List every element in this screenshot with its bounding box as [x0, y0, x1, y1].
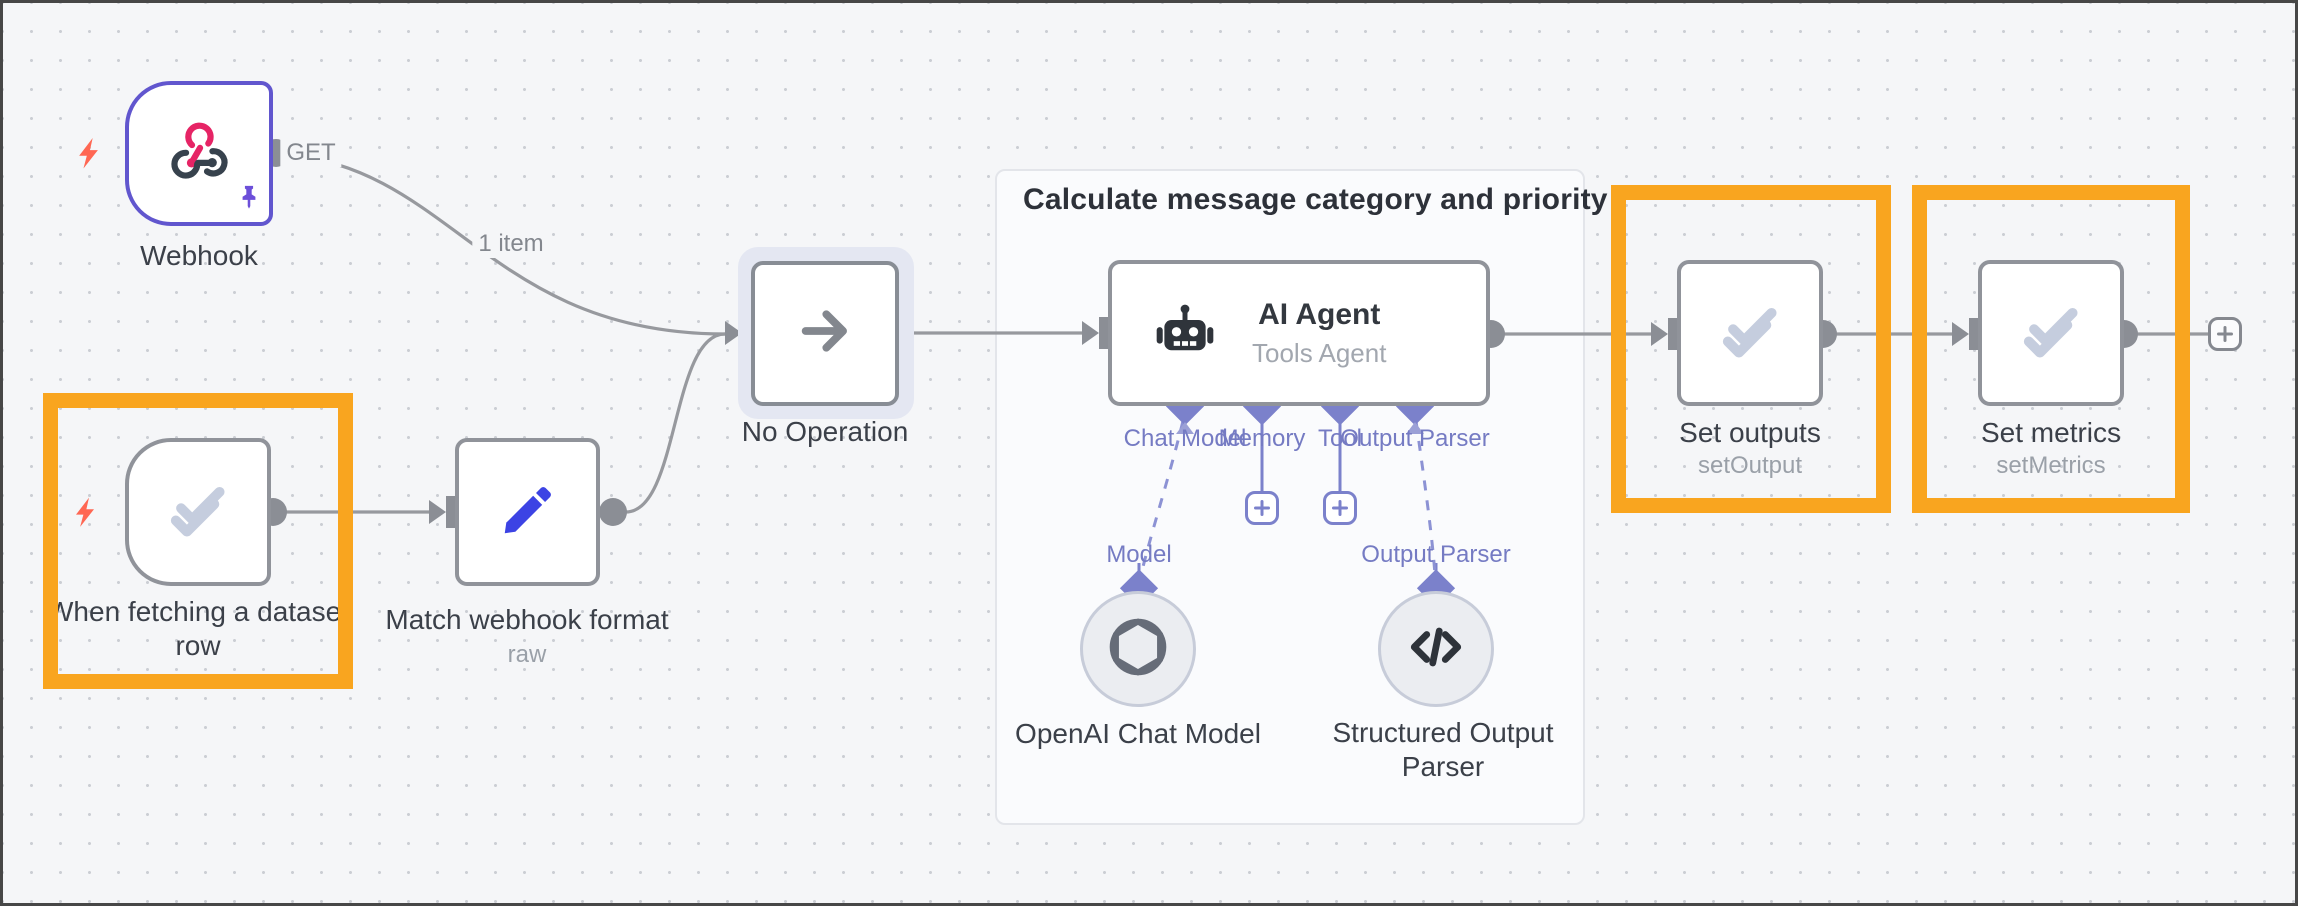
node-set-outputs[interactable] — [1677, 260, 1823, 406]
plus-icon — [1332, 500, 1348, 516]
output-port-match — [599, 498, 627, 526]
node-no-operation[interactable] — [751, 261, 899, 406]
node-label-dataset-line1: When fetching a dataset — [47, 596, 349, 627]
highlight-box-dataset-trigger — [43, 393, 353, 689]
plus-icon — [1254, 500, 1270, 516]
input-port-setmetrics — [1952, 318, 1979, 350]
port-arrow-chat-model — [1176, 422, 1194, 434]
node-label-parser-line2: Parser — [1401, 751, 1485, 782]
input-port-ai — [1082, 317, 1109, 349]
node-structured-output-parser[interactable] — [1378, 591, 1494, 707]
port-label-chat-model: Chat Model — [1123, 425, 1247, 452]
edge-ai-to-model-dashed — [1139, 420, 1185, 576]
webhook-method-label: GET — [280, 139, 342, 167]
node-label-openai: OpenAI Chat Model — [1015, 718, 1261, 749]
port-arrow-output-parser — [1406, 422, 1424, 434]
plus-icon — [2217, 326, 2233, 342]
noop-arrow-icon — [794, 300, 856, 367]
node-openai-chat-model[interactable] — [1080, 591, 1196, 707]
webhook-items-label: 1 item — [472, 230, 550, 258]
ai-agent-robot-icon — [1152, 298, 1218, 369]
pinned-data-icon — [235, 183, 263, 216]
openai-logo-icon — [1105, 614, 1171, 685]
node-webhook[interactable] — [125, 81, 273, 226]
trigger-bolt-icon — [72, 493, 97, 536]
add-memory-button[interactable] — [1245, 491, 1279, 525]
node-match-format[interactable] — [455, 438, 600, 586]
port-label-parser-top: Output Parser — [1361, 541, 1511, 568]
add-tool-button[interactable] — [1323, 491, 1357, 525]
group-title: Calculate message category and priority — [1023, 183, 1608, 216]
edge-ai-to-parser-dashed — [1414, 420, 1437, 576]
highlight-box-set-metrics — [1912, 185, 2190, 513]
node-label-set-outputs: Set outputs — [1679, 417, 1821, 448]
highlight-box-set-outputs — [1611, 185, 1891, 513]
set-check-icon — [2016, 296, 2086, 371]
edit-pencil-icon — [497, 479, 559, 546]
node-subtitle-set-outputs: setOutput — [1697, 452, 1803, 479]
node-subtitle-match: raw — [507, 641, 547, 668]
trigger-bolt-icon — [75, 133, 101, 178]
set-check-icon — [1715, 296, 1785, 371]
code-brackets-icon — [1406, 617, 1466, 682]
set-check-icon — [163, 475, 233, 550]
input-port-match — [429, 496, 456, 528]
node-label-parser-line1: Structured Output — [1332, 717, 1554, 748]
node-dataset-trigger[interactable] — [125, 438, 271, 586]
node-subtitle-ai-agent: Tools Agent — [1252, 337, 1387, 368]
input-port-setoutputs — [1651, 318, 1678, 350]
port-label-output-parser: Output Parser — [1340, 425, 1490, 452]
node-label-ai-agent: AI Agent — [1258, 297, 1381, 331]
node-label-match: Match webhook format — [385, 604, 669, 635]
port-label-model: Model — [1106, 541, 1172, 568]
node-subtitle-set-metrics: setMetrics — [1996, 452, 2106, 479]
node-ai-agent[interactable]: AI Agent Tools Agent — [1108, 260, 1490, 406]
node-label-set-metrics: Set metrics — [1980, 417, 2122, 448]
node-label-webhook: Webhook — [140, 240, 258, 271]
port-label-memory: Memory — [1218, 425, 1306, 452]
add-node-button[interactable] — [2208, 317, 2242, 351]
edge-match-to-noop — [625, 332, 726, 514]
node-set-metrics[interactable] — [1978, 260, 2124, 406]
port-label-tool: Tool — [1317, 425, 1363, 452]
node-label-dataset-line2: row — [175, 630, 221, 661]
webhook-icon — [168, 120, 230, 187]
node-label-noop: No Operation — [741, 416, 909, 447]
